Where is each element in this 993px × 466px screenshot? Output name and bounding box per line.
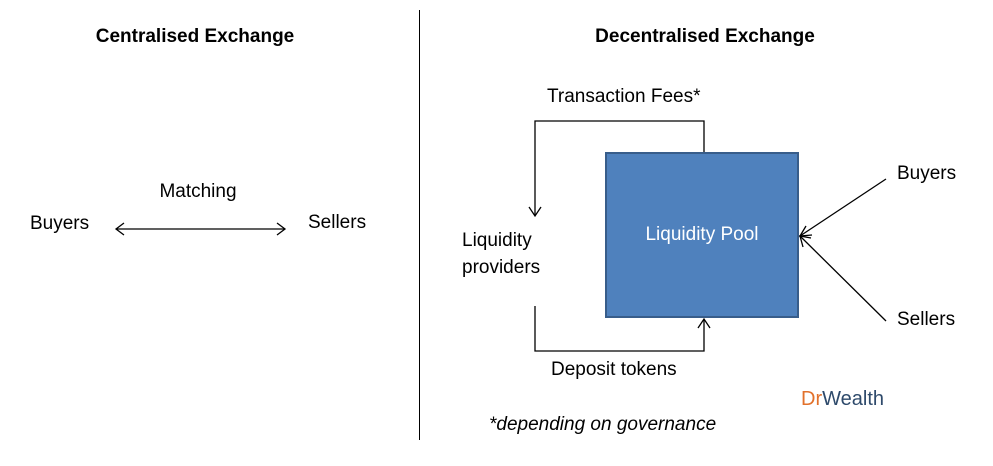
sellers-arrow	[799, 235, 887, 322]
transaction-fees-label: Transaction Fees*	[547, 86, 701, 107]
liquidity-pool-box: Liquidity Pool	[605, 152, 799, 318]
liquidity-providers-line1: Liquidity	[462, 230, 532, 251]
matching-label: Matching	[159, 181, 237, 202]
deposit-tokens-arrow-head	[697, 317, 711, 329]
liquidity-pool-label: Liquidity Pool	[645, 224, 759, 245]
dex-sellers-label: Sellers	[897, 309, 956, 330]
matching-arrow-right-head	[276, 222, 287, 236]
logo-wealth-text: Wealth	[822, 388, 884, 410]
transaction-fees-arrow-head	[528, 206, 542, 218]
cex-buyers-label: Buyers	[30, 213, 90, 234]
decentralised-exchange-title: Decentralised Exchange	[595, 26, 815, 47]
centralised-exchange-title: Centralised Exchange	[95, 26, 295, 47]
drwealth-logo: DrWealth	[801, 387, 884, 411]
governance-footnote: *depending on governance	[489, 414, 717, 435]
buyers-arrow	[799, 178, 887, 237]
dex-buyers-label: Buyers	[897, 163, 957, 184]
transaction-fees-arrow	[534, 120, 705, 216]
liquidity-providers-line2: providers	[462, 257, 541, 278]
sellers-arrow-head	[799, 235, 812, 248]
deposit-tokens-label: Deposit tokens	[551, 359, 677, 380]
panel-divider	[419, 10, 420, 440]
deposit-tokens-arrow	[534, 306, 705, 352]
matching-arrow-left-head	[114, 222, 125, 236]
cex-sellers-label: Sellers	[308, 212, 367, 233]
liquidity-providers-label: Liquidity providers	[462, 227, 540, 281]
logo-dr-text: Dr	[801, 388, 823, 410]
